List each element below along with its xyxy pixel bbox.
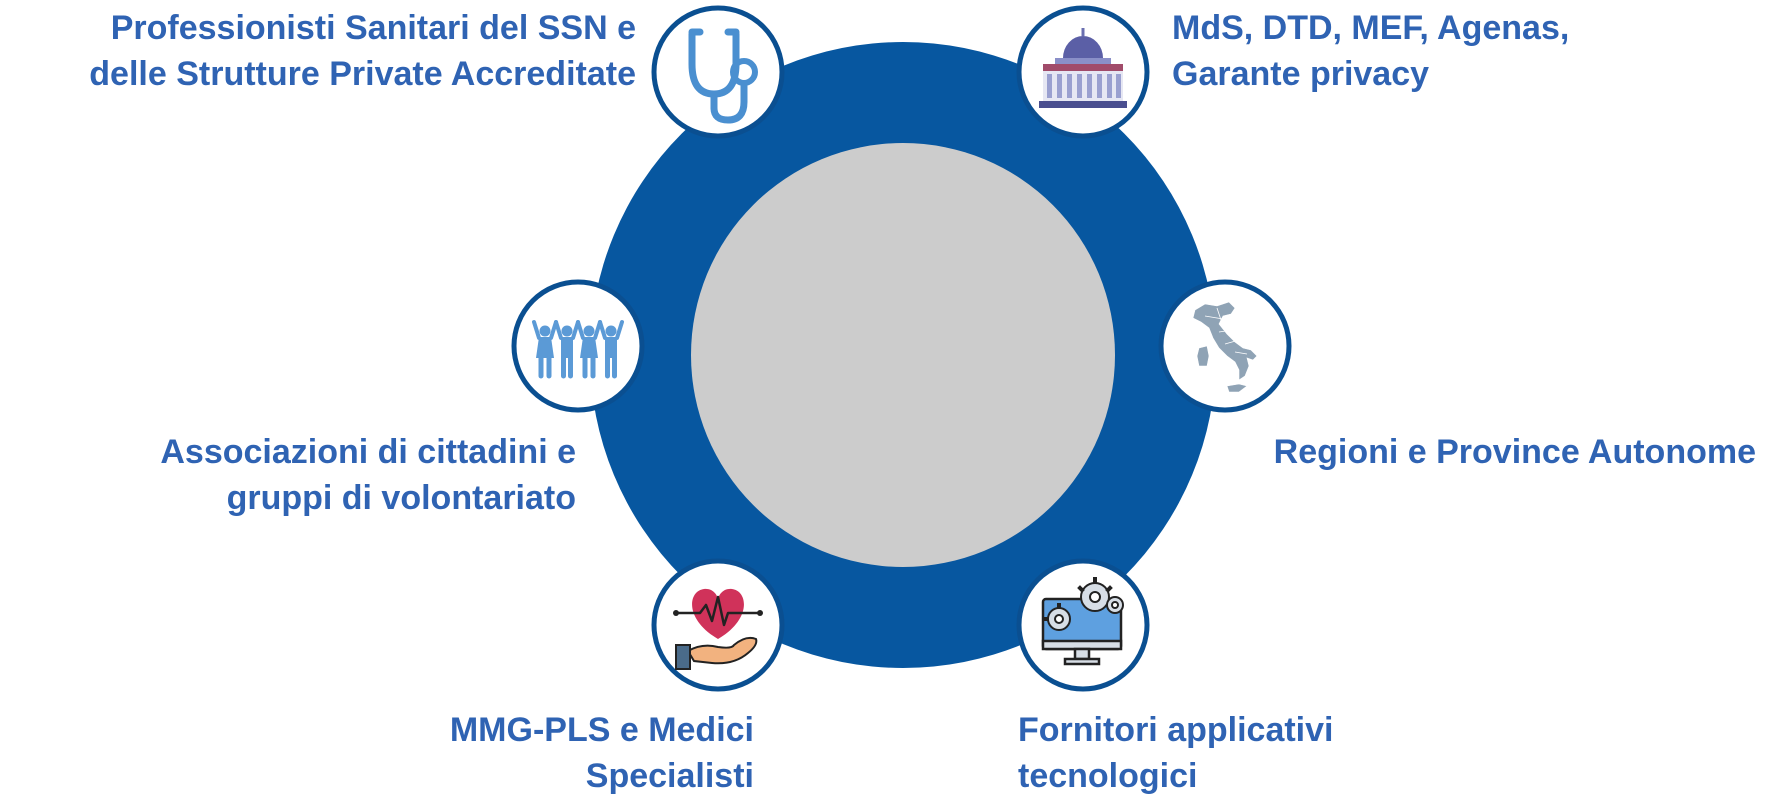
label-fornitori: Fornitori applicativi tecnologici [1018, 707, 1333, 799]
label-associazioni: Associazioni di cittadini e gruppi di vo… [160, 429, 576, 521]
label-line: Regioni e Province Autonome [1273, 433, 1756, 471]
label-line: Garante privacy [1172, 55, 1430, 93]
label-line: Fornitori applicativi [1018, 711, 1334, 749]
label-professionisti: Professionisti Sanitari del SSN e delle … [89, 5, 636, 97]
label-medici: MMG-PLS e Medici Specialisti [450, 707, 754, 799]
people-group-icon [532, 320, 624, 379]
node-fornitori [1016, 558, 1150, 692]
node-regioni [1158, 279, 1292, 413]
label-regioni: Regioni e Province Autonome [1274, 429, 1756, 475]
label-line: delle Strutture Private Accreditate [89, 55, 636, 93]
label-line: tecnologici [1018, 757, 1198, 795]
node-ministeri [1016, 5, 1150, 139]
computer-gears-icon [1041, 577, 1124, 666]
center-circle [691, 143, 1115, 567]
node-medici [651, 558, 785, 692]
label-line: MMG-PLS e Medici [449, 711, 754, 749]
label-line: gruppi di volontariato [226, 479, 576, 517]
label-line: Associazioni di cittadini e [160, 433, 576, 471]
italy-map-icon [1192, 301, 1258, 393]
heart-in-hand-icon [673, 588, 763, 670]
label-line: Specialisti [585, 757, 754, 795]
government-building-icon [1039, 28, 1127, 108]
label-line: MdS, DTD, MEF, Agenas, [1172, 9, 1570, 47]
stethoscope-icon [688, 28, 758, 124]
label-line: Professionisti Sanitari del SSN e [110, 9, 636, 47]
label-ministeri: MdS, DTD, MEF, Agenas, Garante privacy [1172, 5, 1569, 97]
node-associazioni [511, 279, 645, 413]
node-professionisti [651, 5, 785, 139]
